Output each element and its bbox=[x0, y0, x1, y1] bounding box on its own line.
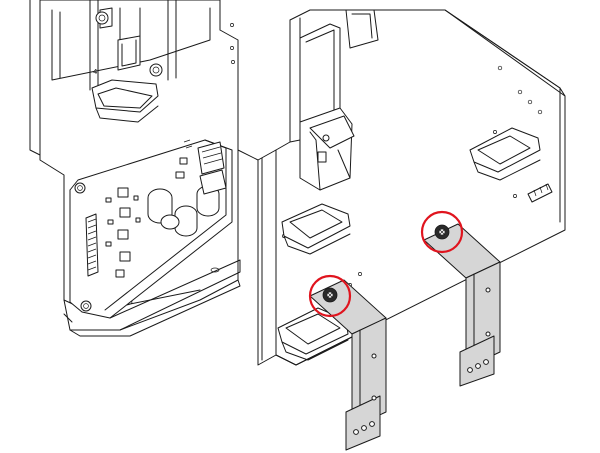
callout-circle bbox=[308, 274, 352, 318]
center-column bbox=[237, 149, 277, 366]
upper-left-hardware: 4 bbox=[91, 11, 163, 123]
callout-circle bbox=[420, 210, 464, 254]
main-frame bbox=[275, 9, 566, 366]
part-number-label: 4 bbox=[93, 68, 98, 76]
screw-icon bbox=[80, 300, 92, 312]
screw-right bbox=[434, 224, 450, 240]
bracket-right bbox=[423, 223, 501, 387]
screw-icon bbox=[149, 63, 163, 77]
screw-icon bbox=[95, 11, 109, 25]
circuit-board bbox=[69, 139, 241, 331]
screw-icon bbox=[74, 182, 86, 194]
screw-left bbox=[322, 287, 338, 303]
